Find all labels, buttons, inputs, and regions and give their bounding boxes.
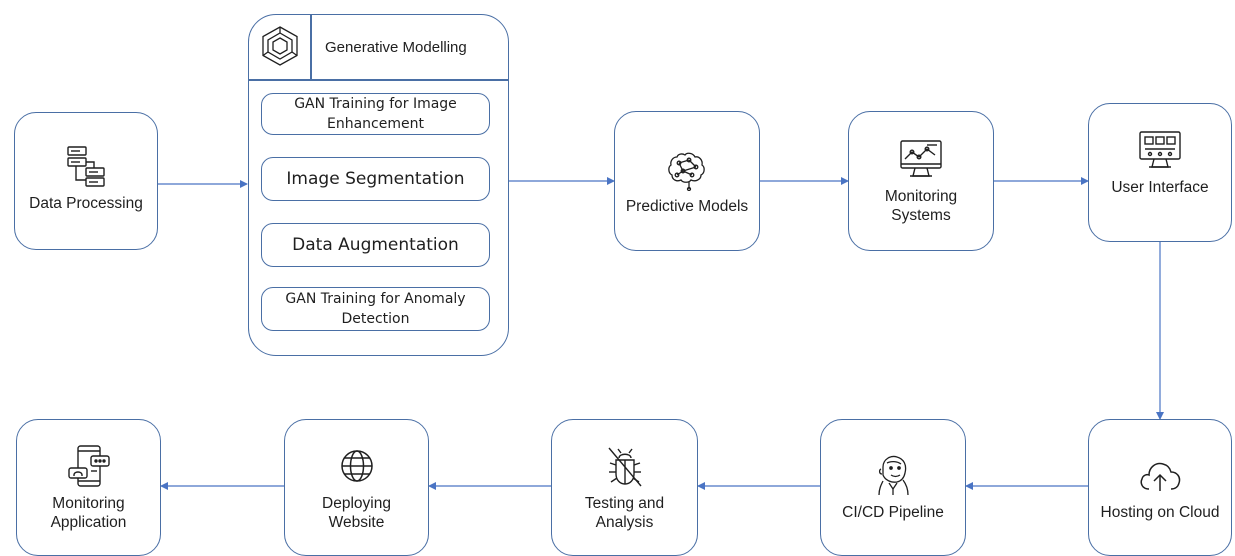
cicd-pipeline-node: CI/CD Pipeline — [820, 419, 966, 556]
monitoring-systems-label: Monitoring Systems — [884, 188, 958, 224]
bug-crossed-icon — [601, 444, 649, 488]
globe-icon — [333, 444, 381, 488]
brain-network-icon — [663, 147, 711, 191]
header-divider — [310, 15, 312, 79]
generative-modelling-header: Generative Modelling — [249, 15, 508, 79]
monitor-ui-icon — [1136, 128, 1184, 172]
monitoring-application-label: Monitoring Application — [50, 494, 127, 531]
jenkins-icon — [869, 453, 917, 497]
generative-modelling-title: Generative Modelling — [325, 39, 467, 56]
hosting-on-cloud-node: Hosting on Cloud — [1088, 419, 1232, 556]
monitoring-systems-node: Monitoring Systems — [848, 111, 994, 251]
gan-image-enhancement-item: GAN Training for Image Enhancement — [261, 93, 490, 135]
image-segmentation-item: Image Segmentation — [261, 157, 490, 201]
data-augmentation-item: Data Augmentation — [261, 223, 490, 267]
cicd-pipeline-label: CI/CD Pipeline — [842, 504, 944, 521]
deploying-website-label: Deploying Website — [322, 494, 391, 531]
testing-analysis-label: Testing and Analysis — [584, 494, 665, 531]
predictive-models-node: Predictive Models — [614, 111, 760, 251]
gan-anomaly-detection-item: GAN Training for Anomaly Detection — [261, 287, 490, 331]
deploying-website-node: Deploying Website — [284, 419, 429, 556]
data-flow-icon — [62, 144, 110, 188]
user-interface-label: User Interface — [1111, 179, 1209, 196]
data-processing-label: Data Processing — [29, 194, 143, 212]
monitoring-application-node: Monitoring Application — [16, 419, 161, 556]
cloud-upload-icon — [1136, 453, 1184, 497]
generative-modelling-group: Generative Modelling GAN Training for Im… — [248, 14, 509, 356]
hexagon-logo-icon — [259, 25, 301, 67]
predictive-models-label: Predictive Models — [625, 197, 749, 215]
user-interface-node: User Interface — [1088, 103, 1232, 242]
hosting-on-cloud-label: Hosting on Cloud — [1100, 504, 1220, 521]
monitor-chart-icon — [897, 137, 945, 181]
mobile-chat-icon — [65, 444, 113, 488]
data-processing-node: Data Processing — [14, 112, 158, 250]
testing-analysis-node: Testing and Analysis — [551, 419, 698, 556]
header-separator — [249, 79, 508, 81]
